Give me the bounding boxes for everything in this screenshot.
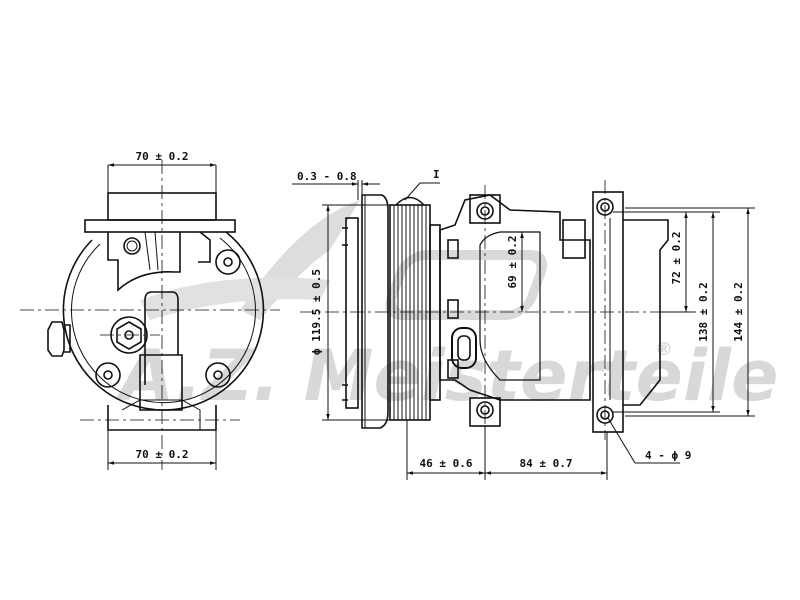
dim-mount-to-mount: 84 ± 0.7 xyxy=(520,457,573,470)
front-centerlines xyxy=(20,160,280,470)
side-view xyxy=(342,191,669,433)
dim-clutch-gap: 0.3 - 0.8 xyxy=(297,170,357,183)
side-centerlines xyxy=(300,180,700,440)
detail-marker: I xyxy=(433,168,440,181)
registered-mark: ® xyxy=(655,339,673,360)
dim-mount-span: 138 ± 0.2 xyxy=(697,282,710,342)
front-view xyxy=(47,192,265,431)
dim-upper-mount-offset: 69 ± 0.2 xyxy=(506,236,519,289)
watermark: A.Z. Meisterteile ® xyxy=(115,200,778,417)
dim-front-bottom-width: 70 ± 0.2 xyxy=(136,448,189,461)
dim-pulley-diameter: ϕ 119.5 ± 0.5 xyxy=(310,269,323,355)
dim-rear-mount-offset: 72 ± 0.2 xyxy=(670,232,683,285)
watermark-text: A.Z. Meisterteile xyxy=(115,335,778,417)
dim-mount-holes: 4 - ϕ 9 xyxy=(645,449,691,462)
side-dimensions xyxy=(292,180,755,480)
dim-pulley-to-mount: 46 ± 0.6 xyxy=(420,457,473,470)
dim-overall-height: 144 ± 0.2 xyxy=(732,282,745,342)
dim-front-top-width: 70 ± 0.2 xyxy=(136,150,189,163)
front-dimensions xyxy=(107,163,217,470)
